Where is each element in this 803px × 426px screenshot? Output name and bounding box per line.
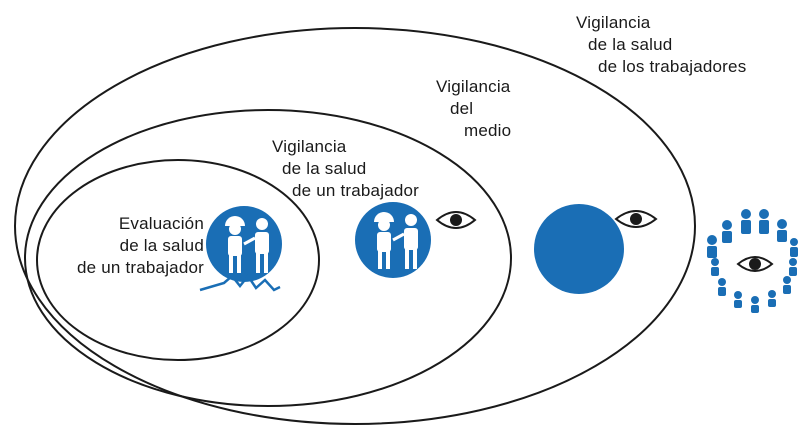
worker-surveillance-line-3: de un trabajador — [292, 181, 420, 200]
workers-surveillance-label: Vigilancia de la salud de los trabajador… — [576, 12, 746, 78]
worker-evaluation-line-2: de la salud — [119, 236, 204, 255]
workforce-ring-icon — [707, 209, 798, 313]
environment-surveillance-label: Vigilancia del medio — [436, 76, 511, 142]
workers-surveillance-line-3: de los trabajadores — [598, 57, 747, 76]
outer-ellipse-workers — [14, 27, 696, 425]
inner-ellipse-worker — [36, 159, 320, 361]
eye-icon — [614, 210, 658, 228]
worker-surveillance-label: Vigilancia de la salud de un trabajador — [272, 136, 419, 202]
environment-surveillance-line-3: medio — [464, 121, 512, 140]
worker-clinician-icon — [355, 202, 431, 278]
worker-clinician-icon — [199, 206, 282, 292]
worker-evaluation-line-1: Evaluación — [118, 214, 204, 233]
worker-evaluation-label: Evaluación de la salud de un trabajador — [70, 213, 204, 279]
worker-surveillance-line-1: Vigilancia — [272, 137, 347, 156]
environment-surveillance-line-1: Vigilancia — [436, 77, 511, 96]
worker-evaluation-line-3: de un trabajador — [76, 258, 204, 277]
eye-icon — [435, 211, 477, 229]
workers-surveillance-line-1: Vigilancia — [576, 13, 651, 32]
workers-surveillance-line-2: de la salud — [588, 35, 673, 54]
middle-ellipse-environment — [24, 109, 512, 407]
environment-circle — [534, 204, 624, 294]
environment-surveillance-line-2: del — [450, 99, 474, 118]
worker-surveillance-line-2: de la salud — [282, 159, 367, 178]
